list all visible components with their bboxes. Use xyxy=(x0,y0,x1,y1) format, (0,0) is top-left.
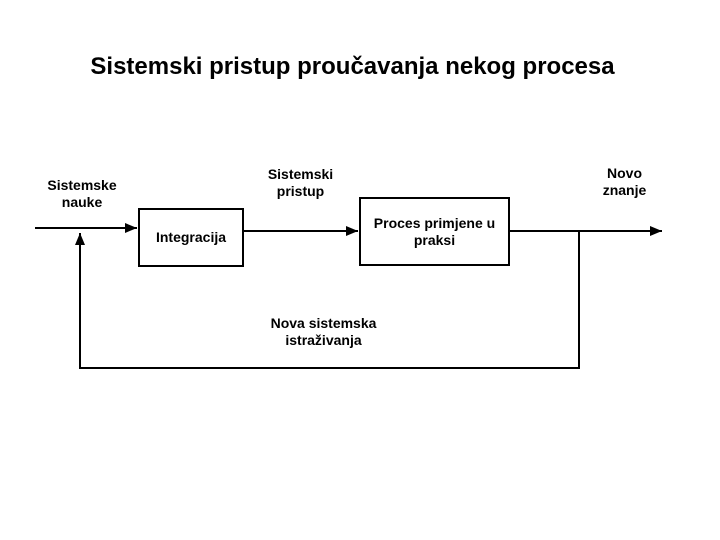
label-novo-znanje: Novo znanje xyxy=(602,165,647,198)
slide-title: Sistemski pristup proučavanja nekog proc… xyxy=(90,53,615,80)
box-integracija-label: Integracija xyxy=(155,229,227,245)
label-sistemski-pristup: Sistemski pristup xyxy=(267,166,334,199)
box-integracija: Integracija xyxy=(138,208,244,267)
box-proces-primjene-u-praksi: Proces primjene u praksi xyxy=(359,197,510,266)
box-proces-label: Proces primjene u praksi xyxy=(373,214,496,248)
feedback-loop-arrow xyxy=(75,231,580,369)
label-sistemske-nauke: Sistemske nauke xyxy=(47,177,117,210)
label-nova-sistemska-istrazivanja: Nova sistemska istraživanja xyxy=(270,315,377,348)
